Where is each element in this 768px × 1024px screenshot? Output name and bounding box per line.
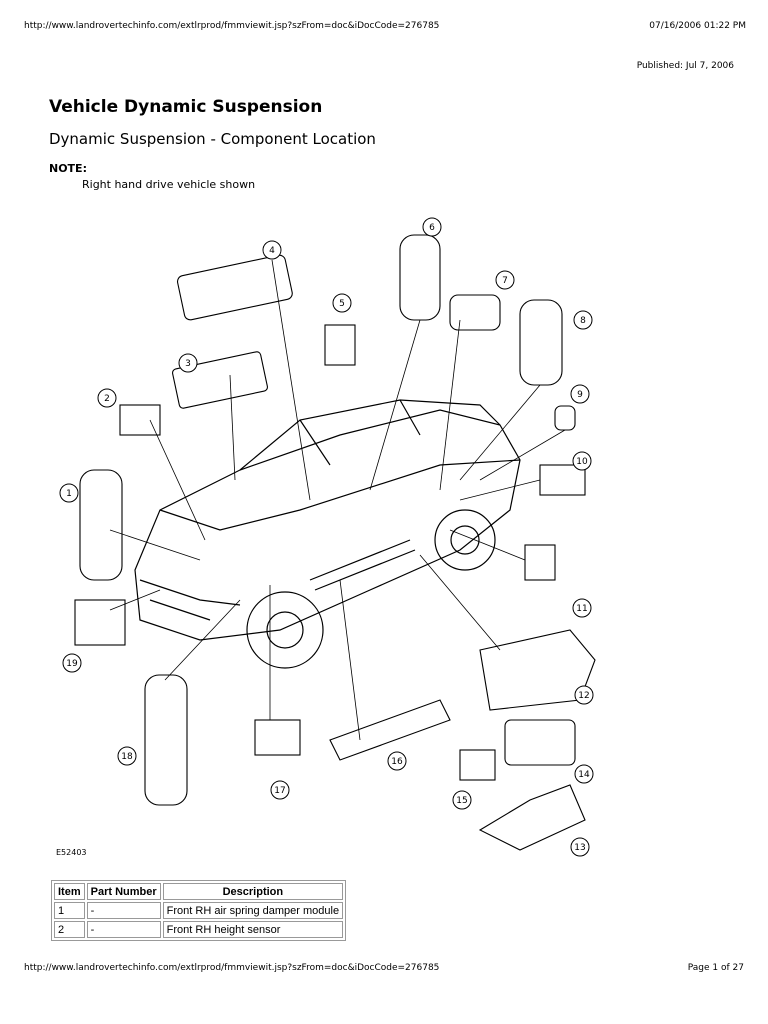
mounting-bracket-13 [478, 784, 586, 851]
component-location-diagram: 1 2 3 4 5 6 7 8 9 10 11 12 13 14 15 16 1… [56, 217, 596, 857]
compressor-cover-12 [479, 629, 596, 711]
callout-19: 19 [62, 653, 82, 673]
leader-lines [109, 259, 566, 741]
header-timestamp: 07/16/2006 01:22 PM [649, 21, 746, 31]
exhaust-component-16 [329, 699, 451, 761]
callout-3-label: 3 [185, 359, 191, 369]
callout-7: 7 [495, 270, 515, 290]
table-header-row: Item Part Number Description [54, 883, 344, 900]
note-label: NOTE: [49, 162, 87, 175]
callout-16-label: 16 [391, 757, 403, 767]
callout-3: 3 [178, 353, 198, 373]
compressor-14 [504, 719, 576, 766]
page-subtitle: Dynamic Suspension - Component Location [49, 130, 376, 148]
callout-10: 10 [572, 451, 592, 471]
page-title: Vehicle Dynamic Suspension [49, 97, 323, 117]
callout-17-label: 17 [274, 786, 285, 796]
callout-2-label: 2 [104, 394, 110, 404]
front-air-spring-6 [399, 234, 441, 321]
column-header-item: Item [54, 883, 85, 900]
component-15 [459, 749, 496, 781]
cell-description: Front RH height sensor [162, 921, 344, 938]
callout-8-label: 8 [580, 316, 586, 326]
callout-14: 14 [574, 764, 594, 784]
parts-table: Item Part Number Description 1 - Front R… [51, 880, 347, 941]
callout-7-label: 7 [502, 276, 508, 286]
page-indicator: Page 1 of 27 [687, 963, 744, 973]
cell-part-number: - [86, 921, 161, 938]
callout-14-label: 14 [578, 770, 590, 780]
callout-19-label: 19 [66, 659, 78, 669]
rear-height-sensor-17 [254, 719, 301, 756]
table-row: 2 - Front RH height sensor [54, 921, 344, 938]
column-header-part-number: Part Number [86, 883, 161, 900]
table-row: 1 - Front RH air spring damper module [54, 902, 344, 919]
figure-reference: E52403 [56, 848, 87, 857]
callout-8: 8 [573, 310, 593, 330]
rear-air-spring-18 [144, 674, 188, 806]
vehicle-outline [134, 399, 521, 669]
callout-12-label: 12 [578, 691, 589, 701]
callout-9: 9 [570, 384, 590, 404]
callout-4-label: 4 [269, 246, 275, 256]
callout-5: 5 [332, 293, 352, 313]
cell-item: 2 [54, 921, 85, 938]
header-url: http://www.landrovertechinfo.com/extlrpr… [24, 21, 440, 31]
callout-5-label: 5 [339, 299, 345, 309]
front-lh-air-spring-1 [79, 469, 123, 581]
callout-1-label: 1 [66, 489, 72, 499]
callout-15: 15 [452, 790, 472, 810]
callout-18-label: 18 [121, 752, 133, 762]
callout-15-label: 15 [456, 796, 467, 806]
published-date: Published: Jul 7, 2006 [636, 61, 734, 71]
cell-part-number: - [86, 902, 161, 919]
column-header-description: Description [162, 883, 344, 900]
height-sensor-11 [524, 544, 556, 581]
callout-11: 11 [572, 598, 592, 618]
callout-6-label: 6 [429, 223, 435, 233]
callout-10-label: 10 [576, 457, 588, 467]
callout-16: 16 [387, 751, 407, 771]
reservoir-component-7 [449, 294, 501, 331]
callout-4: 4 [262, 240, 282, 260]
callout-12: 12 [574, 685, 594, 705]
control-module [172, 351, 268, 409]
air-supply-unit-cover [176, 254, 293, 321]
callout-2: 2 [97, 388, 117, 408]
callout-6: 6 [422, 217, 442, 237]
callout-13: 13 [570, 837, 590, 857]
note-text: Right hand drive vehicle shown [82, 178, 256, 191]
valve-block-19 [74, 599, 126, 646]
callout-11-label: 11 [576, 604, 587, 614]
cell-item: 1 [54, 902, 85, 919]
callout-18: 18 [117, 746, 137, 766]
front-rh-height-sensor-2 [119, 404, 161, 436]
callout-1: 1 [59, 483, 79, 503]
footer-url: http://www.landrovertechinfo.com/extlrpr… [24, 963, 440, 973]
callout-9-label: 9 [577, 390, 583, 400]
cell-description: Front RH air spring damper module [162, 902, 344, 919]
component-9 [554, 405, 576, 431]
callout-17: 17 [270, 780, 290, 800]
height-sensor-5 [324, 324, 356, 366]
callout-13-label: 13 [574, 843, 585, 853]
rear-air-spring-8 [519, 299, 563, 386]
